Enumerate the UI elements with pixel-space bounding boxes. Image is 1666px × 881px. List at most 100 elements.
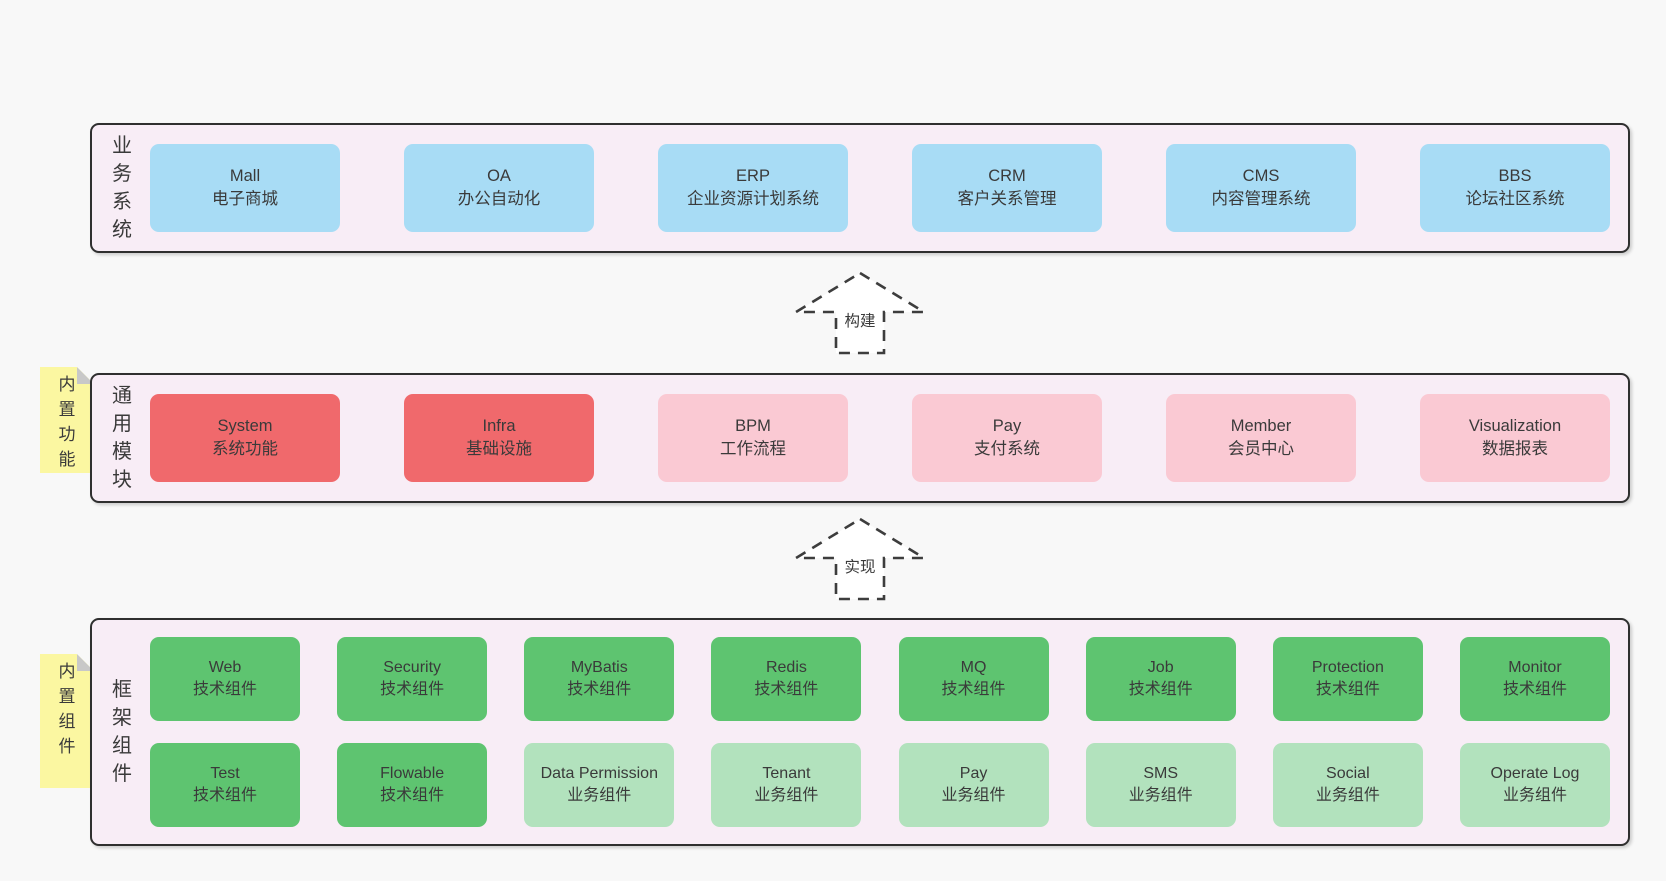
box-mq: MQ 技术组件 xyxy=(898,637,1049,721)
component-row-1: Web 技术组件 Security 技术组件 MyBatis 技术组件 Redi… xyxy=(150,637,1610,721)
box-name: Job xyxy=(1147,659,1174,676)
box-desc: 客户关系管理 xyxy=(957,190,1057,208)
box-name: Social xyxy=(1326,765,1370,782)
box-desc: 办公自动化 xyxy=(457,190,541,208)
box-desc: 技术组件 xyxy=(1315,681,1380,698)
box-data-permission: Data Permission 业务组件 xyxy=(524,743,675,827)
box-desc: 技术组件 xyxy=(192,681,257,698)
sticky-tab-label: 内置组件 xyxy=(58,662,76,756)
box-protection: Protection 技术组件 xyxy=(1272,637,1423,721)
box-desc: 工作流程 xyxy=(720,440,786,458)
box-name: Member xyxy=(1230,417,1292,435)
box-security: Security 技术组件 xyxy=(337,637,488,721)
layer-framework-components: 框架组件 Web 技术组件 Security 技术组件 MyBatis 技术组件… xyxy=(90,618,1630,846)
box-erp: ERP 企业资源计划系统 xyxy=(658,144,848,232)
box-desc: 技术组件 xyxy=(567,681,632,698)
box-bpm: BPM 工作流程 xyxy=(658,394,848,482)
box-pay: Pay 支付系统 xyxy=(912,394,1102,482)
box-bbs: BBS 论坛社区系统 xyxy=(1420,144,1610,232)
box-operate-log: Operate Log 业务组件 xyxy=(1459,743,1610,827)
box-system: System 系统功能 xyxy=(150,394,340,482)
box-desc: 会员中心 xyxy=(1228,440,1294,458)
box-name: Pay xyxy=(959,765,988,782)
sticky-tab-label: 内置功能 xyxy=(58,375,76,469)
box-mybatis: MyBatis 技术组件 xyxy=(524,637,675,721)
box-desc: 技术组件 xyxy=(192,787,257,804)
box-name: BBS xyxy=(1498,167,1532,185)
box-name: Security xyxy=(383,659,442,676)
box-desc: 论坛社区系统 xyxy=(1465,190,1565,208)
box-name: ERP xyxy=(736,167,770,185)
build-arrow-label: 构建 xyxy=(841,309,879,331)
box-name: CMS xyxy=(1242,167,1280,185)
box-desc: 内容管理系统 xyxy=(1211,190,1311,208)
box-desc: 业务组件 xyxy=(1128,787,1193,804)
box-desc: 支付系统 xyxy=(974,440,1040,458)
box-job: Job 技术组件 xyxy=(1085,637,1236,721)
box-desc: 技术组件 xyxy=(1128,681,1193,698)
layer-label-framework-components: 框架组件 xyxy=(112,679,132,785)
box-desc: 技术组件 xyxy=(941,681,1006,698)
box-name: Mall xyxy=(229,167,261,185)
box-desc: 业务组件 xyxy=(754,787,819,804)
box-desc: 技术组件 xyxy=(1502,681,1567,698)
box-name: BPM xyxy=(735,417,771,435)
box-oa: OA 办公自动化 xyxy=(404,144,594,232)
box-desc: 技术组件 xyxy=(380,681,445,698)
box-name: Redis xyxy=(765,659,807,676)
box-tenant: Tenant 业务组件 xyxy=(711,743,862,827)
box-pay-biz: Pay 业务组件 xyxy=(898,743,1049,827)
box-sms: SMS 业务组件 xyxy=(1085,743,1236,827)
box-test: Test 技术组件 xyxy=(150,743,300,827)
box-name: MyBatis xyxy=(570,659,628,676)
box-flowable: Flowable 技术组件 xyxy=(337,743,488,827)
box-name: Operate Log xyxy=(1490,765,1580,782)
box-desc: 业务组件 xyxy=(1502,787,1567,804)
box-name: Data Permission xyxy=(540,765,658,782)
sticky-tab-built-in-components: 内置组件 xyxy=(40,654,94,788)
box-name: CRM xyxy=(988,167,1026,185)
box-name: Test xyxy=(210,765,240,782)
box-cms: CMS 内容管理系统 xyxy=(1166,144,1356,232)
box-name: Protection xyxy=(1311,659,1384,676)
box-monitor: Monitor 技术组件 xyxy=(1459,637,1610,721)
box-web: Web 技术组件 xyxy=(150,637,300,721)
layer-business-systems: 业务系统 Mall 电子商城 OA 办公自动化 ERP 企业资源计划系统 CRM… xyxy=(90,123,1630,253)
box-social: Social 业务组件 xyxy=(1272,743,1423,827)
box-crm: CRM 客户关系管理 xyxy=(912,144,1102,232)
sticky-tab-built-in-features: 内置功能 xyxy=(40,367,94,473)
business-boxes-row: Mall 电子商城 OA 办公自动化 ERP 企业资源计划系统 CRM 客户关系… xyxy=(150,144,1610,232)
layer-common-modules: 通用模块 System 系统功能 Infra 基础设施 BPM 工作流程 Pay… xyxy=(90,373,1630,503)
box-name: Web xyxy=(208,659,242,676)
box-desc: 业务组件 xyxy=(1315,787,1380,804)
box-desc: 业务组件 xyxy=(567,787,632,804)
box-name: Visualization xyxy=(1468,417,1562,435)
implement-arrow: 实现 xyxy=(794,517,926,601)
box-name: Tenant xyxy=(762,765,811,782)
module-boxes-row: System 系统功能 Infra 基础设施 BPM 工作流程 Pay 支付系统… xyxy=(150,394,1610,482)
box-infra: Infra 基础设施 xyxy=(404,394,594,482)
box-name: Infra xyxy=(482,417,516,435)
box-visualization: Visualization 数据报表 xyxy=(1420,394,1610,482)
implement-arrow-label: 实现 xyxy=(841,555,879,577)
component-boxes: Web 技术组件 Security 技术组件 MyBatis 技术组件 Redi… xyxy=(150,637,1610,827)
component-row-2: Test 技术组件 Flowable 技术组件 Data Permission … xyxy=(150,743,1610,827)
box-redis: Redis 技术组件 xyxy=(711,637,862,721)
box-desc: 系统功能 xyxy=(212,440,278,458)
box-member: Member 会员中心 xyxy=(1166,394,1356,482)
box-name: MQ xyxy=(960,659,987,676)
box-name: SMS xyxy=(1143,765,1179,782)
box-desc: 基础设施 xyxy=(466,440,532,458)
box-name: System xyxy=(217,417,273,435)
box-desc: 电子商城 xyxy=(212,190,278,208)
box-name: Pay xyxy=(992,417,1022,435)
box-mall: Mall 电子商城 xyxy=(150,144,340,232)
box-desc: 业务组件 xyxy=(941,787,1006,804)
box-name: Monitor xyxy=(1508,659,1562,676)
layer-label-common-modules: 通用模块 xyxy=(112,385,132,491)
layer-label-business-systems: 业务系统 xyxy=(112,135,132,241)
box-desc: 技术组件 xyxy=(754,681,819,698)
build-arrow: 构建 xyxy=(794,271,926,355)
box-desc: 技术组件 xyxy=(380,787,445,804)
